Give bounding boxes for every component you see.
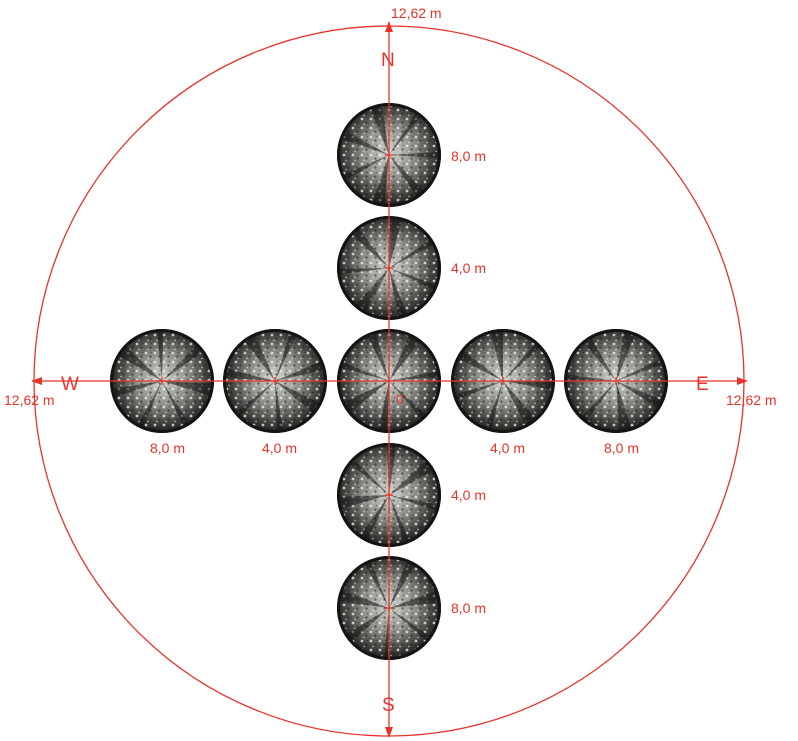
east-label: E — [696, 374, 709, 395]
radius-label-top: 12,62 m — [391, 5, 442, 21]
distance-label-south-8: 8,0 m — [451, 600, 486, 616]
distance-label-north-4: 4,0 m — [451, 260, 486, 276]
distance-label-east-4: 4,0 m — [490, 440, 525, 456]
south-arrowhead — [385, 727, 393, 738]
west-arrowhead — [31, 377, 42, 385]
canopy-photos — [110, 103, 668, 660]
distance-label-north-8: 8,0 m — [451, 148, 486, 164]
west-label: W — [61, 374, 79, 395]
east-arrowhead — [737, 377, 748, 385]
center-label: 0 — [396, 391, 404, 407]
distance-label-south-4: 4,0 m — [451, 487, 486, 503]
distance-label-west-8: 8,0 m — [150, 440, 185, 456]
south-label: S — [382, 695, 395, 716]
north-arrowhead — [385, 21, 393, 32]
north-label: N — [381, 50, 395, 71]
distance-label-east-8: 8,0 m — [604, 440, 639, 456]
radius-label-left: 12,62 m — [4, 392, 55, 408]
radius-label-right: 12,62 m — [726, 392, 777, 408]
distance-label-west-4: 4,0 m — [262, 440, 297, 456]
